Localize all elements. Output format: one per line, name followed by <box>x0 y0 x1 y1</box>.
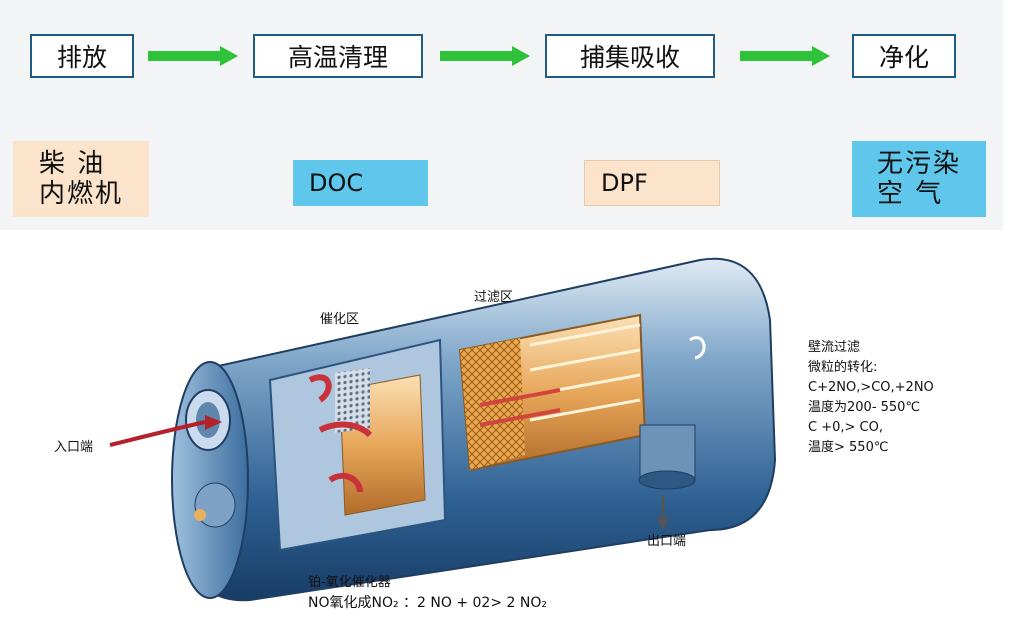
inlet-label: 入口端 <box>54 440 94 455</box>
component-label-line1: 无污染 <box>876 149 961 179</box>
step-capture-absorb: 捕集吸收 <box>545 34 715 78</box>
step-emission: 排放 <box>30 34 134 78</box>
catalyst-caption-title: 铂-氧化催化器 <box>308 575 391 590</box>
component-clean-air: 无污染 空 气 <box>852 141 986 217</box>
component-label-line2: 空 气 <box>876 179 944 209</box>
note-line: 温度> 550℃ <box>808 440 889 455</box>
note-line: 壁流过滤 <box>808 340 861 355</box>
component-dpf: DPF <box>584 160 720 206</box>
component-doc: DOC <box>293 160 428 206</box>
reaction-equation: NO氧化成NO₂ ：2 NO + 02> 2 NO₂ <box>308 595 547 611</box>
arrow-right-icon <box>740 46 830 66</box>
note-line: 温度为200- 550℃ <box>808 400 921 415</box>
note-line: C +0,> CO, <box>808 420 883 435</box>
note-line: 微粒的转化: <box>808 360 878 375</box>
dpf-cutaway-illustration <box>109 257 777 602</box>
arrow-right-icon <box>440 46 530 66</box>
component-diesel-engine: 柴 油 内燃机 <box>13 141 149 217</box>
step-purify: 净化 <box>852 34 956 78</box>
note-line: C+2NO,>CO,+2NO <box>808 380 934 395</box>
arrow-right-icon <box>148 46 238 66</box>
catalyst-caption: 铂-氧化催化器 NO氧化成NO₂ ：2 NO + 02> 2 NO₂ <box>308 573 547 613</box>
filter-zone-label: 过滤区 <box>474 290 514 305</box>
component-label-line1: 柴 油 <box>38 149 106 179</box>
catalyst-zone-label: 催化区 <box>320 312 360 327</box>
process-flow-band <box>0 0 1003 230</box>
wall-flow-notes: 壁流过滤 微粒的转化: C+2NO,>CO,+2NO 温度为200- 550℃ … <box>808 338 934 458</box>
outlet-label: 出口端 <box>647 534 687 549</box>
component-label-line2: 内燃机 <box>38 179 123 209</box>
step-high-temp-cleaning: 高温清理 <box>253 34 423 78</box>
